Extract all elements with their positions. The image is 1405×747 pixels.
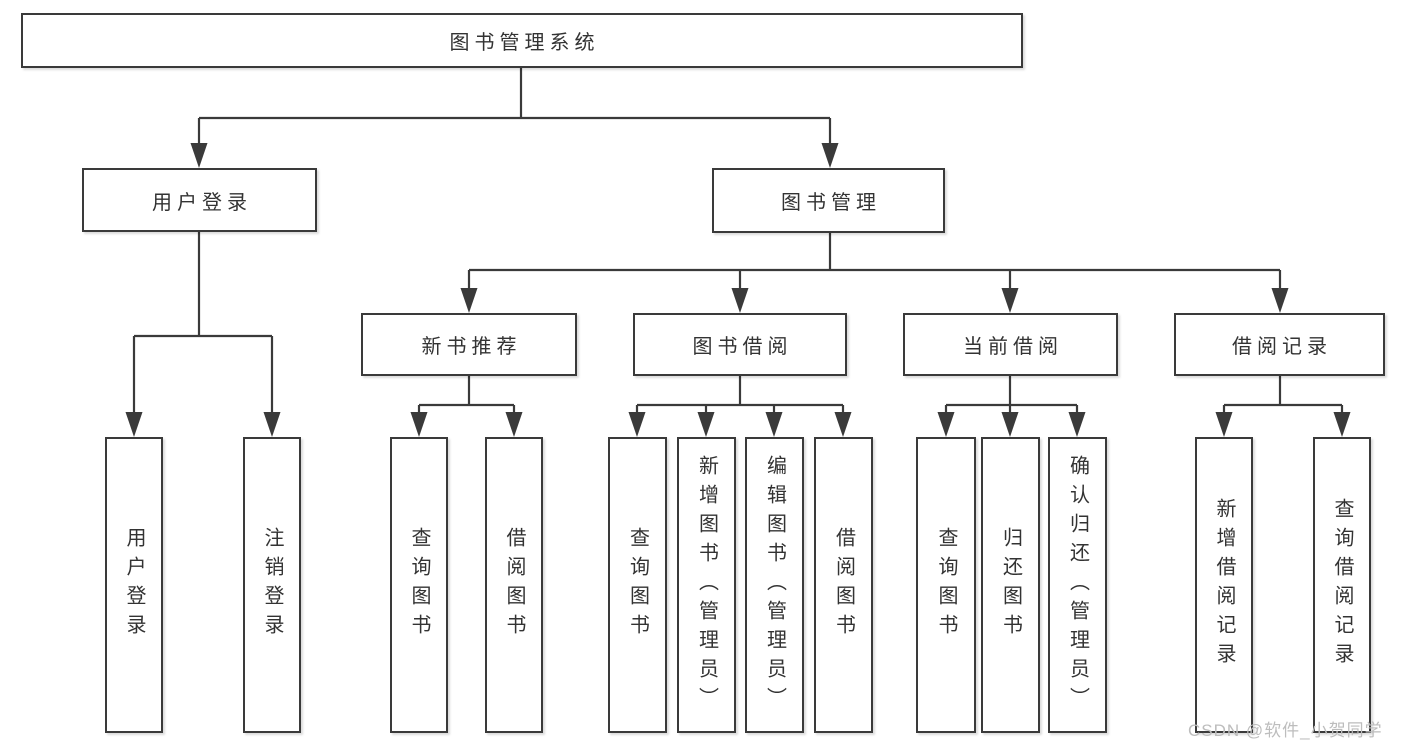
watermark: CSDN @软件_小贺同学 bbox=[1188, 721, 1383, 740]
leaf-borrowing-add-books-admin: 新增图书（管理员） bbox=[677, 437, 736, 733]
leaf-current-confirm-return-admin-label: 确认归还（管理员） bbox=[1066, 454, 1089, 716]
arrowhead-icon bbox=[190, 143, 208, 168]
leaf-borrowing-borrow-books-label: 借阅图书 bbox=[832, 527, 855, 643]
leaf-records-add-borrow-record-label: 新增借阅记录 bbox=[1213, 498, 1235, 672]
node-book-borrowing: 图书借阅 bbox=[633, 313, 847, 376]
leaf-current-confirm-return-admin: 确认归还（管理员） bbox=[1048, 437, 1107, 733]
node-borrowing-records: 借阅记录 bbox=[1174, 313, 1385, 376]
node-book-management: 图书管理 bbox=[712, 168, 945, 233]
leaf-borrowing-add-books-admin-label: 新增图书（管理员） bbox=[695, 454, 718, 716]
leaf-borrowing-query-books: 查询图书 bbox=[608, 437, 667, 733]
leaf-user-login: 用户登录 bbox=[105, 437, 163, 733]
leaf-borrowing-query-books-label: 查询图书 bbox=[626, 527, 649, 643]
leaf-user-login-label: 用户登录 bbox=[123, 527, 145, 643]
leaf-borrowing-borrow-books: 借阅图书 bbox=[814, 437, 873, 733]
arrowhead-icon bbox=[765, 412, 783, 437]
arrowhead-icon bbox=[1068, 412, 1086, 437]
node-borrowing-records-label: 借阅记录 bbox=[1232, 336, 1332, 358]
arrowhead-icon bbox=[1271, 288, 1289, 313]
leaf-borrowing-edit-books-admin-label: 编辑图书（管理员） bbox=[763, 454, 786, 716]
leaf-recommend-query-books-label: 查询图书 bbox=[408, 527, 430, 643]
arrowhead-icon bbox=[125, 412, 143, 437]
arrowhead-icon bbox=[505, 412, 523, 437]
leaf-recommend-borrow-books: 借阅图书 bbox=[485, 437, 543, 733]
node-book-management-label: 图书管理 bbox=[781, 192, 881, 214]
arrowhead-icon bbox=[628, 412, 646, 437]
leaf-current-query-books-label: 查询图书 bbox=[935, 527, 957, 643]
node-root: 图书管理系统 bbox=[21, 13, 1023, 68]
node-new-book-recommendation-label: 新书推荐 bbox=[421, 336, 522, 358]
node-user-login-label: 用户登录 bbox=[152, 191, 252, 214]
arrowhead-icon bbox=[1333, 412, 1351, 437]
node-root-label: 图书管理系统 bbox=[449, 32, 600, 54]
leaf-recommend-query-books: 查询图书 bbox=[390, 437, 448, 733]
arrowhead-icon bbox=[1001, 288, 1019, 313]
leaf-borrowing-edit-books-admin: 编辑图书（管理员） bbox=[745, 437, 804, 733]
arrowhead-icon bbox=[1001, 412, 1019, 437]
arrowhead-icon bbox=[697, 412, 715, 437]
node-current-borrowing-label: 当前借阅 bbox=[963, 336, 1063, 358]
node-current-borrowing: 当前借阅 bbox=[903, 313, 1118, 376]
node-user-login: 用户登录 bbox=[82, 168, 317, 232]
leaf-current-query-books: 查询图书 bbox=[916, 437, 976, 733]
arrowhead-icon bbox=[410, 412, 428, 437]
leaf-logout: 注销登录 bbox=[243, 437, 301, 733]
arrowhead-icon bbox=[460, 288, 478, 313]
arrowhead-icon bbox=[1215, 412, 1233, 437]
leaf-records-query-borrow-record-label: 查询借阅记录 bbox=[1331, 498, 1353, 672]
arrowhead-icon bbox=[834, 412, 852, 437]
leaf-logout-label: 注销登录 bbox=[261, 527, 283, 643]
leaf-records-query-borrow-record: 查询借阅记录 bbox=[1313, 437, 1371, 733]
arrowhead-icon bbox=[821, 143, 839, 168]
arrowhead-icon bbox=[937, 412, 955, 437]
node-book-borrowing-label: 图书借阅 bbox=[692, 336, 793, 358]
arrowhead-icon bbox=[263, 412, 281, 437]
leaf-current-return-books-label: 归还图书 bbox=[999, 527, 1022, 643]
leaf-records-add-borrow-record: 新增借阅记录 bbox=[1195, 437, 1253, 733]
arrowhead-icon bbox=[731, 288, 749, 313]
leaf-current-return-books: 归还图书 bbox=[981, 437, 1040, 733]
leaf-recommend-borrow-books-label: 借阅图书 bbox=[503, 527, 525, 643]
node-new-book-recommendation: 新书推荐 bbox=[361, 313, 577, 376]
